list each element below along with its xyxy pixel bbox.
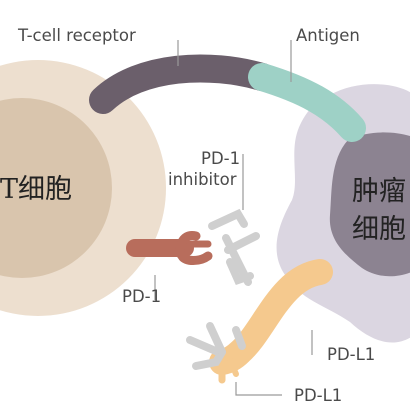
label-pdl1-upper: PD-L1 <box>327 345 375 364</box>
tumor-nucleus <box>329 132 410 277</box>
label-antigen: Antigen <box>296 26 360 45</box>
pdl1-ligand-tip-2 <box>227 357 239 377</box>
leader-pdl1-lower <box>235 382 282 396</box>
label-pd1-inhibitor-line1: PD-1 <box>201 149 240 168</box>
pdl1-ligand <box>209 259 333 375</box>
t-cell-nucleus <box>0 98 112 278</box>
leader-lines <box>154 40 313 396</box>
label-tumor-cell-line2: 细胞 <box>352 214 406 245</box>
pd1-inhibitor-antibody <box>208 208 260 286</box>
label-pd1-inhibitor-line2: inhibitor <box>168 170 237 189</box>
antigen <box>248 63 366 142</box>
label-pdl1-lower: PD-L1 <box>294 386 342 405</box>
pd1-receptor-fork <box>175 231 213 265</box>
label-tumor-cell-line1: 肿瘤 <box>352 176 406 207</box>
t-cell-receptor <box>89 54 276 114</box>
label-t-cell: T细胞 <box>0 174 72 205</box>
pdl1-inhibitor-antibody <box>186 322 246 370</box>
label-pd1: PD-1 <box>122 287 161 306</box>
label-t-cell-receptor: T-cell receptor <box>17 26 136 45</box>
